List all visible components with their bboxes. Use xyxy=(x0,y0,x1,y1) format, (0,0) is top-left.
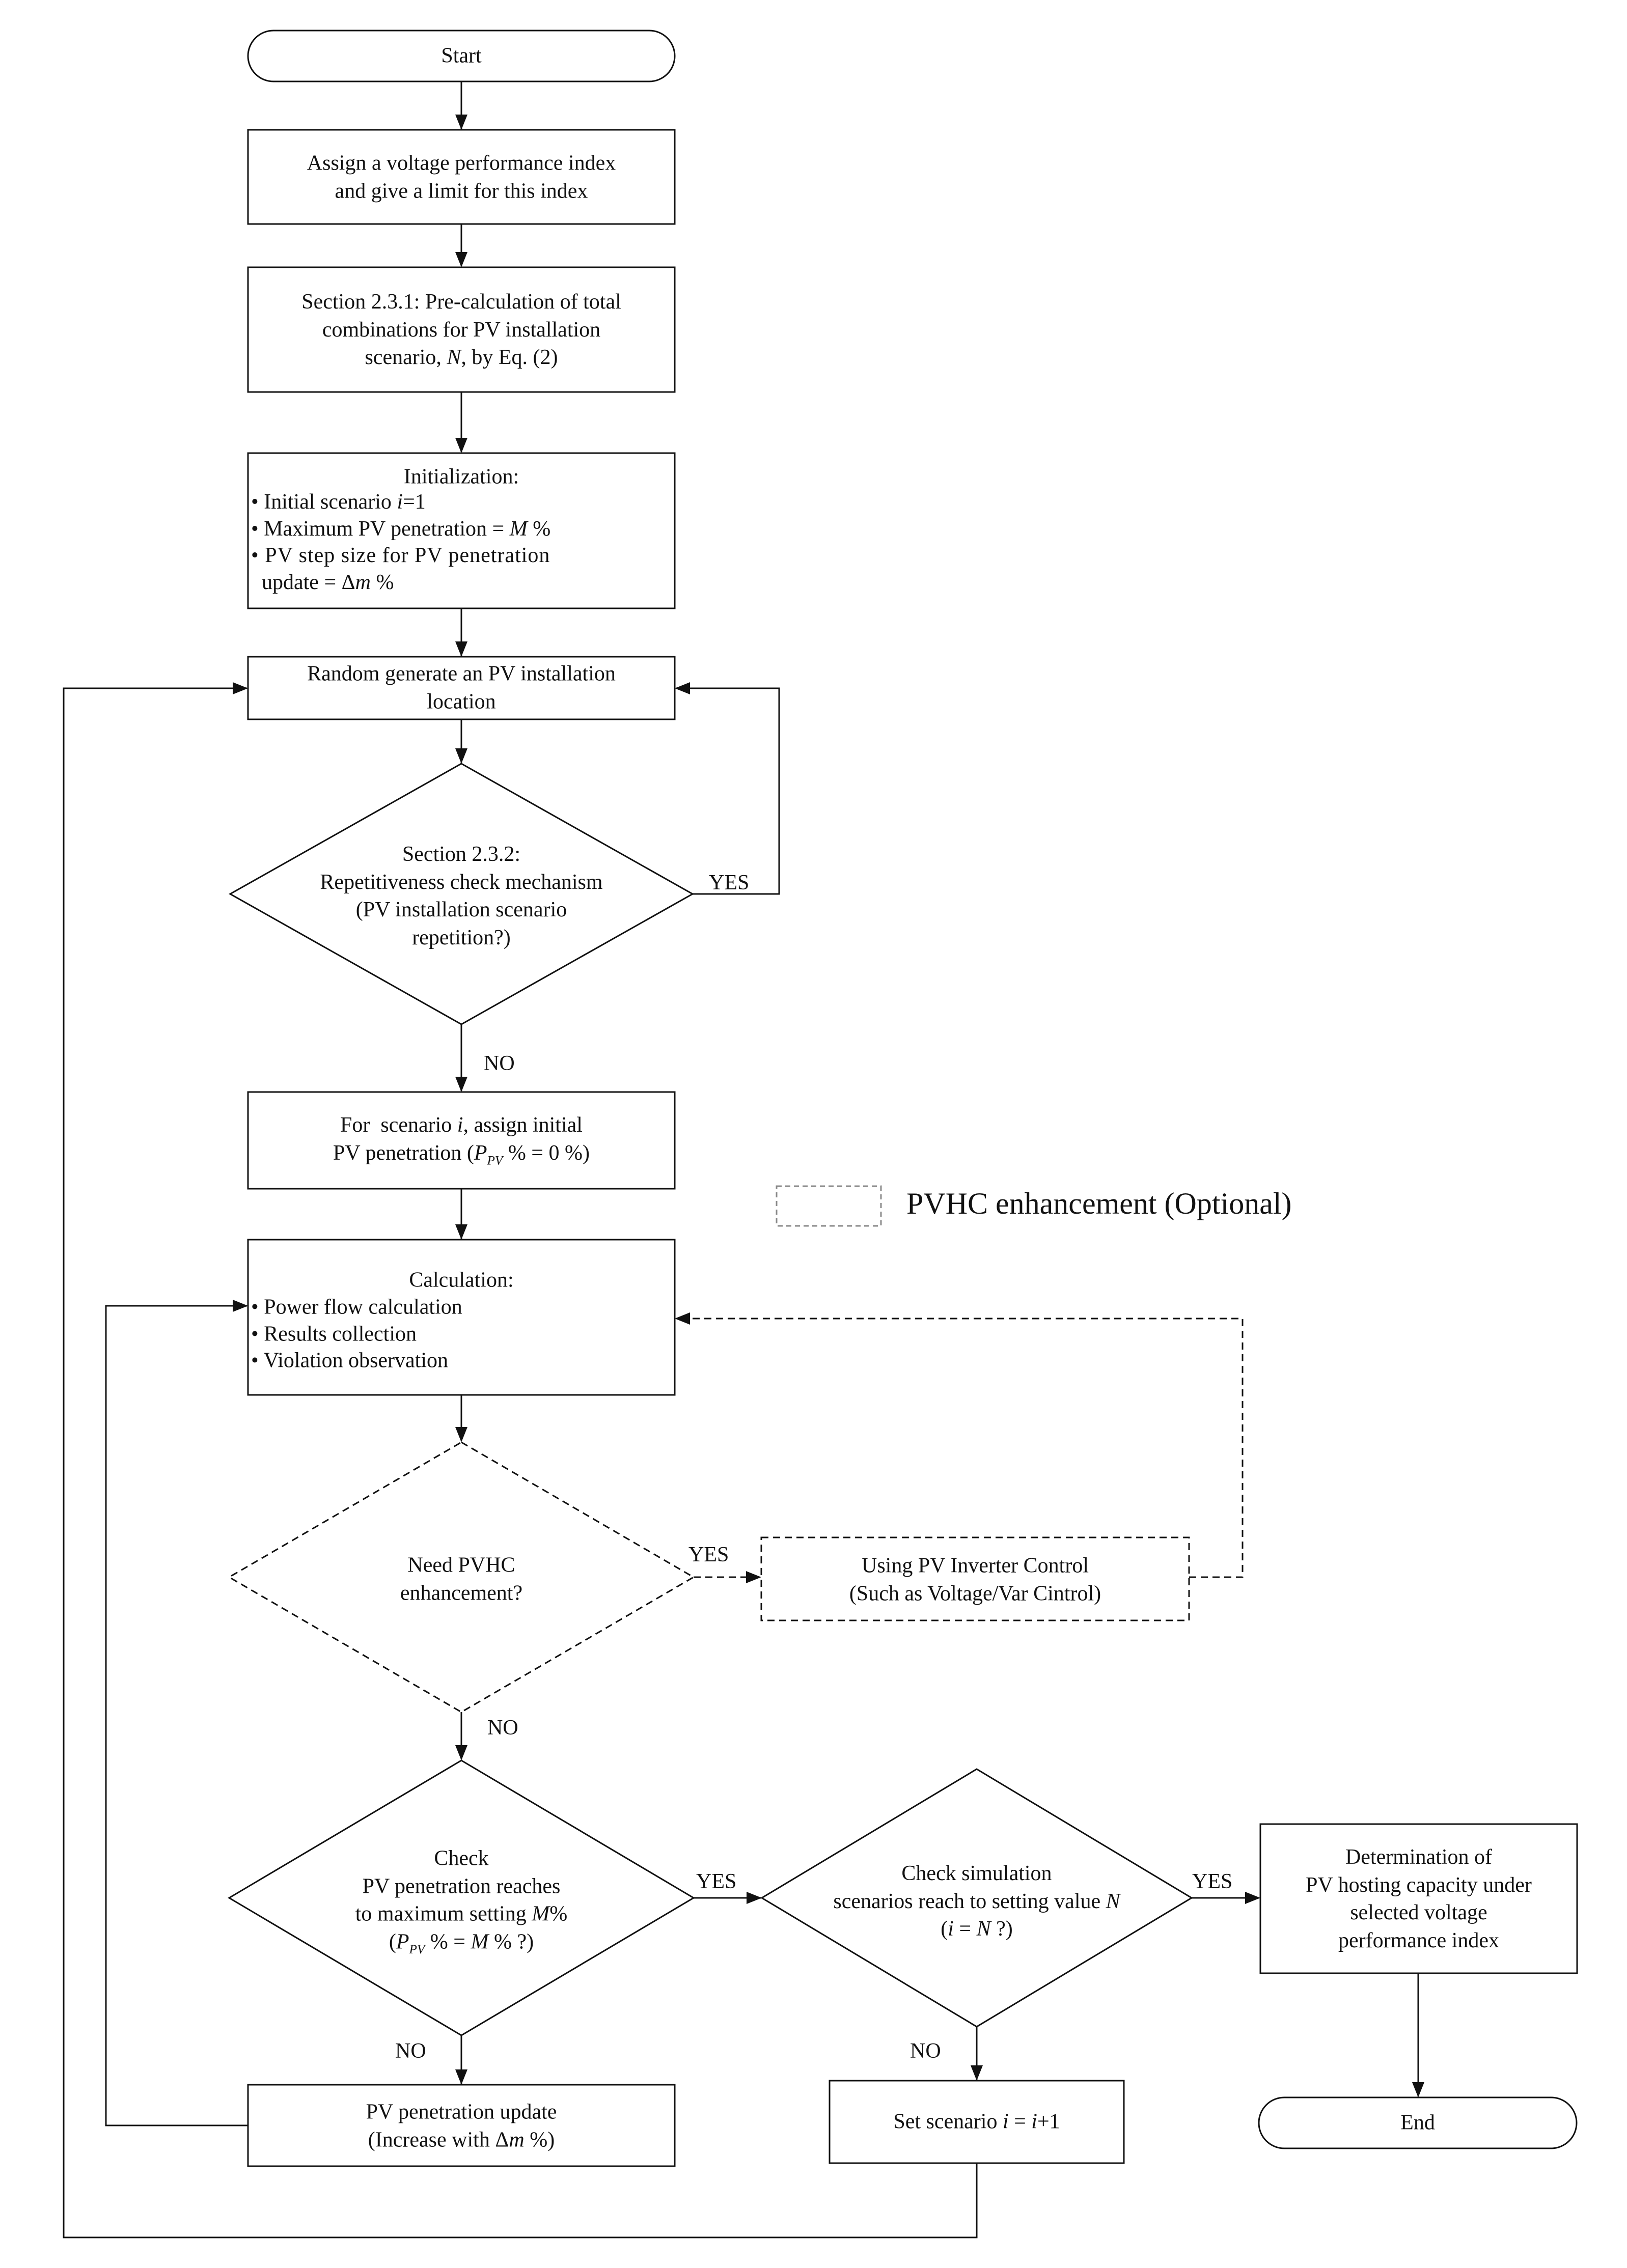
need-no-label: NO xyxy=(487,1716,518,1740)
dashed-arrow-inverter-to-calc xyxy=(675,1312,1244,1578)
assign-initial-penetration-text: For scenario i, assign initial PV penetr… xyxy=(333,1113,590,1168)
check-scenarios-text: Check simulation scenarios reach to sett… xyxy=(833,1862,1120,1941)
legend-label: PVHC enhancement (Optional) xyxy=(906,1187,1292,1220)
sim-no-label: NO xyxy=(910,2039,941,2063)
precalc-text: Section 2.3.1: Pre-calculation of total … xyxy=(301,290,621,370)
inverter-control-box xyxy=(760,1536,1190,1621)
inverter-control-text: Using PV Inverter Control (Such as Volta… xyxy=(849,1554,1101,1605)
calculation-title: Calculation: xyxy=(409,1268,514,1292)
calculation-bullets: • Power flow calculation • Results colle… xyxy=(251,1295,462,1373)
arrow-update-to-calc xyxy=(105,1300,248,2126)
start-label: Start xyxy=(441,44,482,68)
assign-index-text: Assign a voltage performance index and g… xyxy=(307,151,616,203)
need-enhancement-text: Need PVHC enhancement? xyxy=(400,1553,523,1605)
repetitiveness-text: Section 2.3.2: Repetitiveness check mech… xyxy=(320,842,603,949)
initialization-bullets: • Initial scenario i=1 • Maximum PV pene… xyxy=(251,490,551,594)
check-penetration-text: Check PV penetration reaches to maximum … xyxy=(355,1846,568,1956)
arrow-set-to-random xyxy=(63,682,978,2238)
determination-text: Determination of PV hosting capacity und… xyxy=(1306,1845,1532,1952)
penetration-update-text: PV penetration update (Increase with Δm … xyxy=(366,2100,557,2151)
rep-yes-label: YES xyxy=(709,871,750,894)
end-terminator xyxy=(1258,2096,1578,2149)
set-scenario-text: Set scenario i = i+1 xyxy=(893,2110,1060,2134)
arrow-rep-yes-to-random xyxy=(675,682,780,895)
rep-no-label: NO xyxy=(484,1052,515,1075)
check-no-label: NO xyxy=(395,2039,426,2063)
initialization-title: Initialization: xyxy=(403,465,519,489)
need-yes-label: YES xyxy=(688,1543,729,1566)
sim-yes-label: YES xyxy=(1192,1870,1233,1893)
random-location-text: Random generate an PV installation locat… xyxy=(307,662,616,713)
legend-dashed-box xyxy=(776,1185,882,1227)
check-yes-label: YES xyxy=(696,1870,737,1893)
need-enhancement-diamond xyxy=(228,1441,695,1713)
end-label: End xyxy=(1400,2111,1435,2135)
